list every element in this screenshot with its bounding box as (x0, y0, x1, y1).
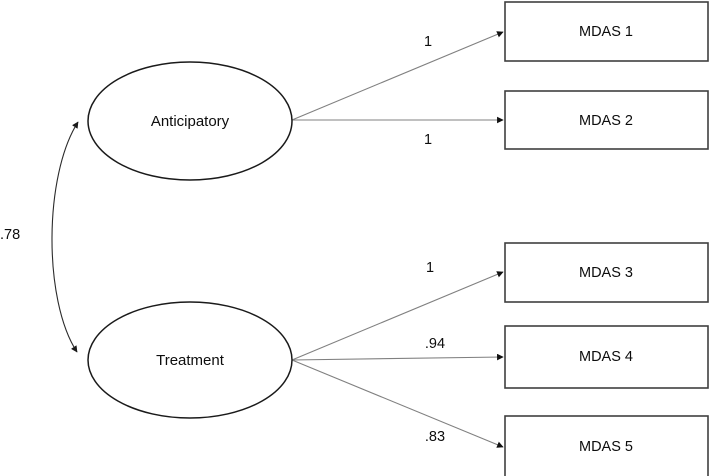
indicator-label: MDAS 2 (579, 113, 633, 129)
loading-value-label: .83 (425, 429, 445, 445)
loading-line (291, 31, 504, 121)
box-shape (504, 325, 709, 389)
latent-factor-label: Anticipatory (151, 113, 230, 130)
loading-path-anticipatory-mdas1: 1 (291, 31, 504, 121)
loading-value-label: 1 (424, 34, 432, 50)
loading-path-treatment-mdas5: .83 (291, 359, 504, 448)
indicator-box-mdas1[interactable]: MDAS 1 (504, 1, 709, 62)
loading-line (291, 271, 504, 361)
indicator-label: MDAS 3 (579, 265, 633, 281)
loading-value-label: 1 (426, 260, 434, 276)
loading-value-label: .94 (425, 336, 445, 352)
ellipse-shape (87, 61, 293, 181)
indicator-box-mdas5[interactable]: MDAS 5 (504, 415, 709, 476)
indicator-box-mdas2[interactable]: MDAS 2 (504, 90, 709, 150)
indicator-label: MDAS 1 (579, 24, 633, 40)
correlation-arrow: .78 (0, 121, 79, 353)
indicator-label: MDAS 5 (579, 439, 633, 455)
latent-factor-anticipatory[interactable]: Anticipatory (87, 61, 293, 181)
box-shape (504, 415, 709, 476)
latent-factor-treatment[interactable]: Treatment (87, 301, 293, 419)
indicator-label: MDAS 4 (579, 349, 633, 365)
indicator-box-mdas4[interactable]: MDAS 4 (504, 325, 709, 389)
box-shape (504, 242, 709, 303)
loading-path-treatment-mdas3: 1 (291, 260, 504, 361)
latent-factor-label: Treatment (156, 352, 225, 369)
indicator-box-mdas3[interactable]: MDAS 3 (504, 242, 709, 303)
loading-value-label: 1 (424, 132, 432, 148)
box-shape (504, 90, 709, 150)
loading-path-anticipatory-mdas2: 1 (292, 116, 504, 148)
loading-line (291, 353, 504, 361)
ellipse-shape (87, 301, 293, 419)
box-shape (504, 1, 709, 62)
loading-line (291, 359, 504, 448)
correlation-value-label: .78 (0, 227, 20, 243)
correlation-curve (51, 121, 79, 353)
loading-path-treatment-mdas4: .94 (291, 336, 504, 361)
